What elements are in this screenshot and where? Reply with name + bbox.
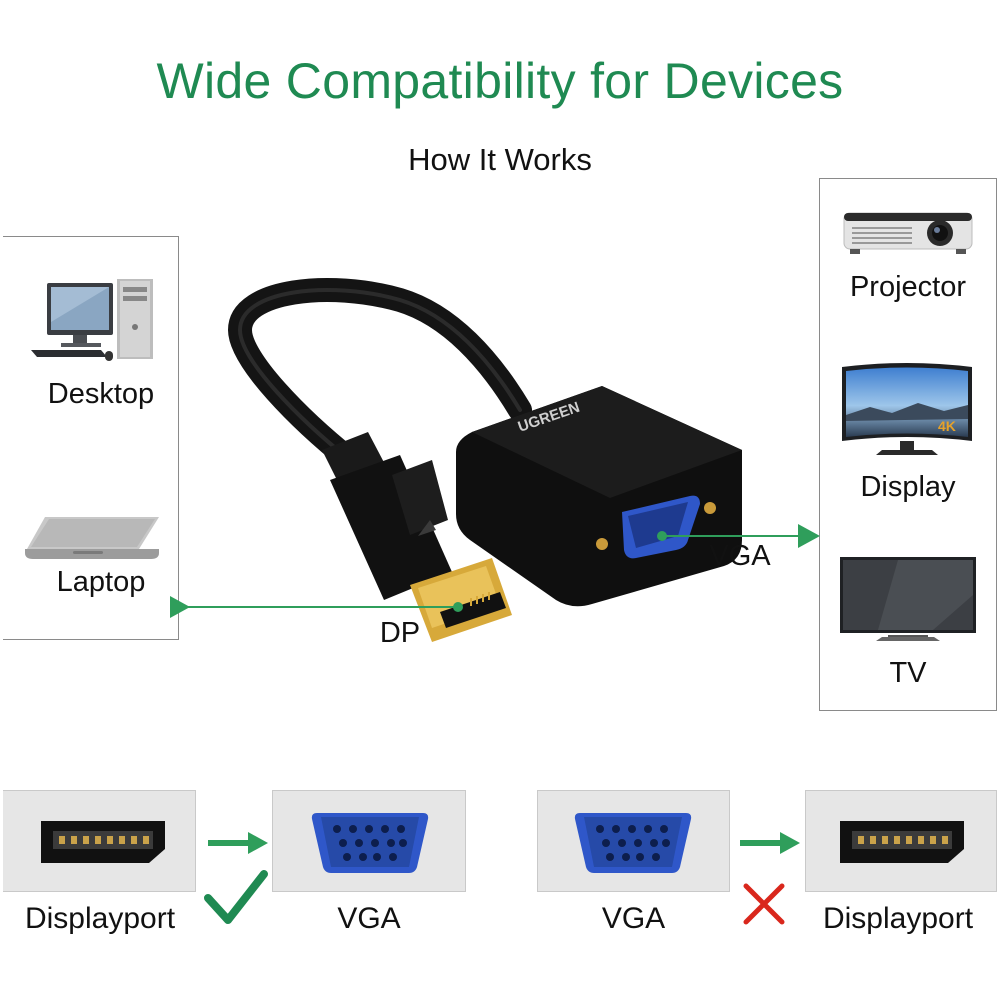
displayport-connector-icon bbox=[41, 821, 165, 863]
direction-to-label: VGA bbox=[337, 902, 401, 935]
vga-connector-box bbox=[537, 790, 730, 892]
direction-from-label: Displayport bbox=[24, 902, 176, 935]
tv-icon bbox=[840, 557, 976, 641]
projector-icon bbox=[843, 212, 973, 254]
arrow-right-icon bbox=[208, 832, 268, 854]
badge-4k: 4K bbox=[938, 418, 956, 434]
laptop-icon bbox=[25, 517, 159, 559]
source-devices-panel: Desktop Laptop bbox=[3, 236, 179, 640]
target-device-label: Display bbox=[860, 471, 956, 503]
vga-connector-box bbox=[272, 790, 466, 892]
source-device-label: Laptop bbox=[56, 566, 146, 598]
direction-to-label: Displayport bbox=[822, 902, 974, 935]
target-devices-panel: Projector 4K Display TV bbox=[819, 178, 997, 711]
arrow-right-icon bbox=[740, 832, 800, 854]
source-device-label: Desktop bbox=[47, 378, 155, 410]
target-device-label: TV bbox=[889, 657, 927, 689]
page-subtitle: How It Works bbox=[408, 142, 592, 177]
monitor-icon: 4K bbox=[842, 363, 972, 455]
dp-port-label: DP bbox=[379, 617, 421, 649]
check-icon bbox=[204, 870, 268, 924]
direction-from-label: VGA bbox=[601, 902, 666, 935]
vga-port-label: VGA bbox=[709, 540, 771, 572]
target-device-label: Projector bbox=[849, 271, 967, 303]
adapter-cable-illustration: UGREEN bbox=[170, 278, 820, 642]
displayport-connector-box bbox=[805, 790, 997, 892]
cross-icon bbox=[743, 883, 785, 925]
displayport-connector-box bbox=[3, 790, 196, 892]
displayport-connector-icon bbox=[840, 821, 964, 863]
vga-connector-icon bbox=[574, 813, 692, 873]
vga-connector-icon bbox=[311, 813, 429, 873]
desktop-icon bbox=[31, 279, 153, 361]
page-title: Wide Compatibility for Devices bbox=[156, 53, 844, 109]
